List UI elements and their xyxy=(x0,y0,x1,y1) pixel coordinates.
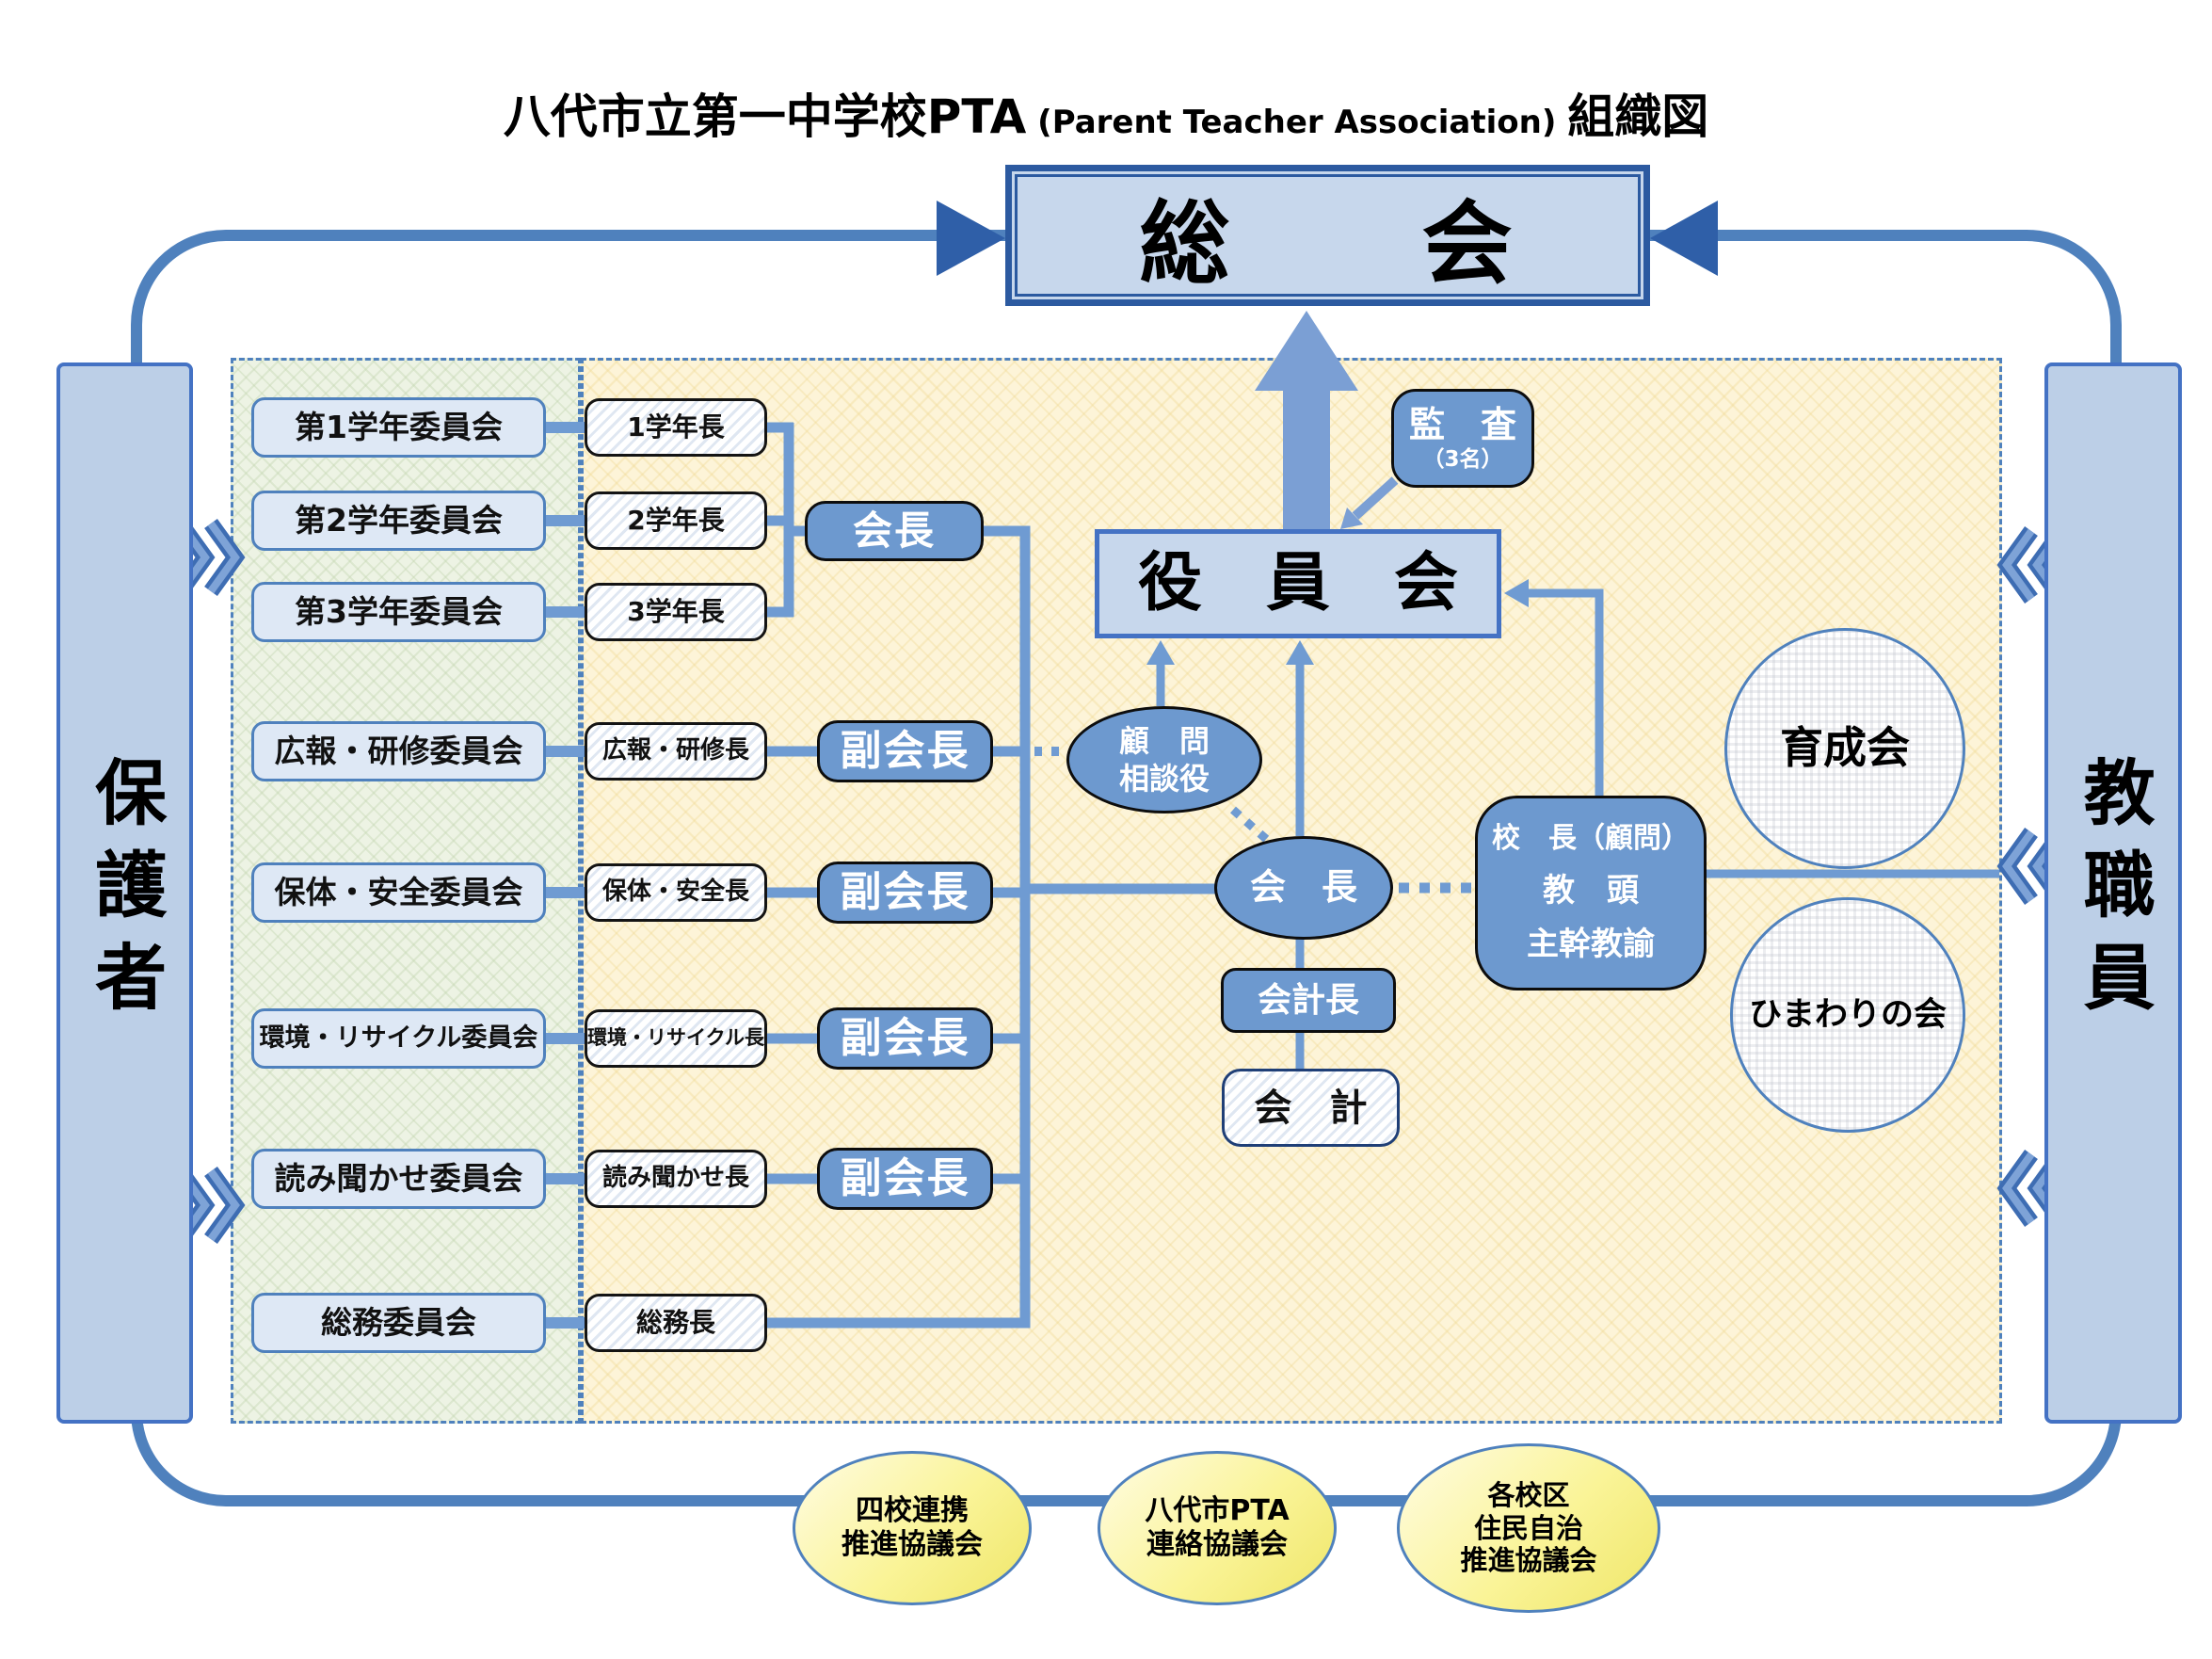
committee-leader-connectors xyxy=(537,422,593,1329)
title-english: (Parent Teacher Association) xyxy=(1026,104,1568,141)
committee-pr-training: 広報・研修委員会 xyxy=(251,721,546,781)
external-org-line: 八代市PTA xyxy=(1145,1494,1290,1527)
advisor-ellipse: 顧 問 相談役 xyxy=(1066,706,1262,813)
vice-president-4: 副会長 xyxy=(817,1148,993,1210)
external-org-line: 四校連携 xyxy=(856,1494,969,1527)
external-org-line: 推進協議会 xyxy=(842,1528,983,1561)
arrow-into-assembly-right-icon xyxy=(1650,201,1718,276)
leader-health-safety: 保体・安全長 xyxy=(585,863,767,922)
committee-grade2: 第2学年委員会 xyxy=(251,491,546,551)
committee-grade3: 第3学年委員会 xyxy=(251,582,546,642)
president-ellipse: 会 長 xyxy=(1214,836,1393,940)
external-org-line: 推進協議会 xyxy=(1460,1544,1597,1577)
committee-environment-recycle: 環境・リサイクル委員会 xyxy=(251,1008,546,1069)
advisor-line1: 顧 問 xyxy=(1118,723,1210,759)
principal-group-box: 校 長（顧問） 教 頭 主幹教諭 xyxy=(1475,796,1707,991)
ikuseikai-circle: 育成会 xyxy=(1724,628,1965,869)
leader-grade1: 1学年長 xyxy=(585,398,767,457)
committee-health-safety: 保体・安全委員会 xyxy=(251,862,546,923)
external-org-line: 各校区 xyxy=(1487,1478,1570,1511)
page-title: 八代市立第一中学校PTA (Parent Teacher Association… xyxy=(0,79,2212,147)
arrow-audit-to-board-icon xyxy=(1340,507,1363,529)
vice-president-2: 副会長 xyxy=(817,862,993,924)
arrow-advisor-to-board-icon xyxy=(1146,640,1175,665)
external-org-line: 連絡協議会 xyxy=(1146,1528,1288,1561)
vice-president-bus xyxy=(758,525,1228,1329)
leader-grade2: 2学年長 xyxy=(585,491,767,550)
committee-general-affairs: 総務委員会 xyxy=(251,1293,546,1353)
external-org-city-pta: 八代市PTA 連絡協議会 xyxy=(1098,1451,1337,1605)
audit-box: 監 査 （3名） xyxy=(1391,389,1534,488)
leader-general-affairs: 総務長 xyxy=(585,1294,767,1352)
arrow-into-assembly-left-icon xyxy=(937,201,1005,276)
board-box: 役 員 会 xyxy=(1095,529,1501,638)
advisor-line2: 相談役 xyxy=(1118,761,1210,797)
president-box: 会長 xyxy=(805,501,984,561)
audit-count: （3名） xyxy=(1422,446,1503,472)
title-main: 八代市立第一中学校PTA xyxy=(503,89,1027,144)
accountant-box: 会 計 xyxy=(1222,1069,1400,1147)
arrow-board-to-assembly-icon xyxy=(1255,311,1358,529)
leader-pr-training: 広報・研修長 xyxy=(585,722,767,781)
arrow-principal-to-board-icon xyxy=(1504,579,1529,607)
general-assembly-box: 総 会 xyxy=(1005,165,1650,306)
leader-environment-recycle: 環境・リサイクル長 xyxy=(585,1009,767,1068)
general-assembly-label: 総 会 xyxy=(1015,174,1641,297)
vice-president-3: 副会長 xyxy=(817,1007,993,1070)
title-suffix: 組織図 xyxy=(1567,89,1709,144)
leader-storytelling: 読み聞かせ長 xyxy=(585,1150,767,1208)
chief-accountant-box: 会計長 xyxy=(1221,968,1396,1033)
chief-teacher-line: 主幹教諭 xyxy=(1527,926,1655,964)
external-org-residents: 各校区 住民自治 推進協議会 xyxy=(1397,1443,1660,1613)
parents-bar: 保護者 xyxy=(56,362,193,1424)
vice-principal-line: 教 頭 xyxy=(1543,871,1639,910)
arrow-president-to-board-icon xyxy=(1286,640,1314,665)
vice-president-1: 副会長 xyxy=(817,720,993,782)
committee-grade1: 第1学年委員会 xyxy=(251,397,546,458)
staff-bar: 教職員 xyxy=(2044,362,2182,1424)
committee-storytelling: 読み聞かせ委員会 xyxy=(251,1149,546,1209)
leader-grade3: 3学年長 xyxy=(585,583,767,641)
himawari-circle: ひまわりの会 xyxy=(1730,897,1965,1133)
external-org-line: 住民自治 xyxy=(1473,1511,1583,1544)
external-org-four-schools: 四校連携 推進協議会 xyxy=(793,1451,1032,1605)
audit-label: 監 査 xyxy=(1408,403,1516,445)
principal-line: 校 長（顧問） xyxy=(1492,821,1690,855)
